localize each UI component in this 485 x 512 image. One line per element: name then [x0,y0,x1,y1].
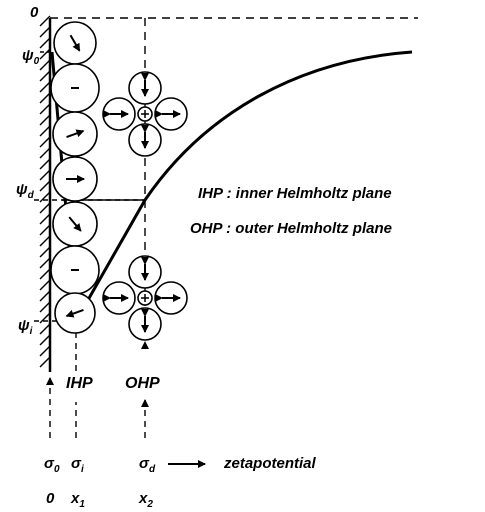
adsorbed-ion-column [50,21,100,334]
svg-text:x2: x2 [138,490,153,510]
adsorbed-ion [52,156,98,202]
ohp-label: OHP [125,375,160,392]
svg-text:σd: σd [139,455,156,475]
adsorbed-ion [52,111,98,157]
hydrated-ion-lower [102,255,188,341]
psid-label: ψd [16,181,35,201]
water-molecule [154,281,188,315]
svg-text:ψi: ψi [18,317,33,337]
adsorbed-ion [53,21,97,65]
ihp-label: IHP [66,375,93,392]
adsorbed-ion [54,292,96,334]
svg-text:σ0: σ0 [44,455,60,475]
water-molecule [128,71,162,105]
adsorbed-ion [50,245,100,295]
charge-arrows [46,377,206,468]
water-molecule [102,281,136,315]
x2-label: x2 [138,490,153,510]
potential-curve [50,50,413,323]
origin-label: 0 [30,4,39,21]
sigmai-label: σi [71,455,84,475]
psii-label: ψi [18,317,33,337]
electrode-wall [39,15,52,372]
psi0-label: ψ0 [22,47,40,67]
x0-label: 0 [46,490,55,507]
svg-text:σi: σi [71,455,84,475]
x1-label: x1 [70,490,85,510]
zetapotential-label: zetapotential [223,455,317,472]
legend-ohp: OHP : outer Helmholtz plane [190,220,392,237]
ohp-marker-triangle [141,341,149,349]
water-molecule [128,123,162,157]
hydrated-ion-upper [102,71,188,157]
central-ion [137,106,153,122]
water-molecule [128,255,162,289]
central-ion [137,290,153,306]
water-molecule [102,97,136,131]
sigmad-label: σd [139,455,156,475]
legend-ihp: IHP : inner Helmholtz plane [198,185,392,202]
svg-text:ψd: ψd [16,181,35,201]
adsorbed-ion [50,63,100,113]
svg-text:x1: x1 [70,490,85,510]
water-molecule [154,97,188,131]
water-molecule [128,307,162,341]
svg-text:ψ0: ψ0 [22,47,40,67]
adsorbed-ion [52,201,98,247]
sigma0-label: σ0 [44,455,60,475]
